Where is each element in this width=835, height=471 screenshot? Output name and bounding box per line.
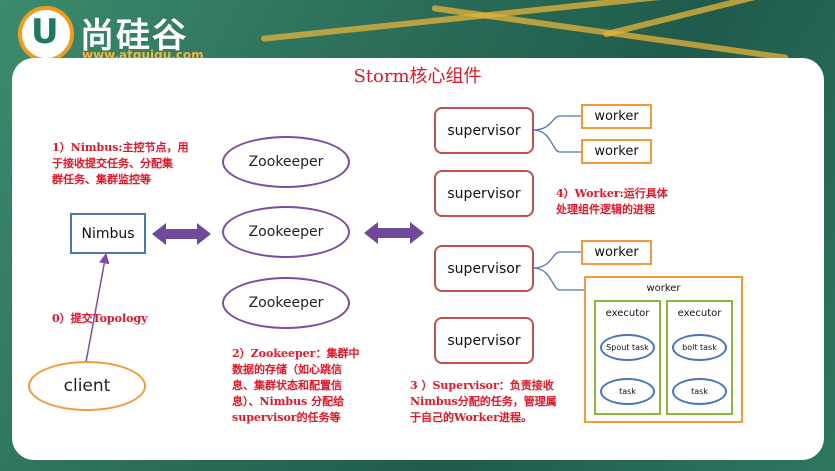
note-line: 处理组件逻辑的进程 [556, 203, 655, 216]
zookeeper-node: Zookeeper [222, 136, 350, 188]
diagram-title: Storm核心组件 [353, 66, 482, 87]
zk-supervisor-double-arrow [364, 222, 424, 244]
worker-node: worker [581, 240, 652, 265]
note-line: 3 ）Supervisor：负责接收 [410, 379, 554, 392]
supervisor-worker-bracket [532, 267, 584, 291]
zookeeper-node: Zookeeper [222, 206, 350, 258]
supervisor-node: supervisor [434, 170, 534, 217]
note-line: 0）提交Topology [52, 312, 148, 325]
supervisor-worker-bracket [532, 115, 581, 131]
submit-arrow [85, 252, 110, 363]
supervisor-worker-bracket [532, 251, 581, 269]
supervisor-worker-bracket [532, 129, 581, 153]
client-node: client [28, 361, 146, 411]
note-worker: 4）Worker:运行具体 处理组件逻辑的进程 [556, 186, 668, 218]
supervisor-node: supervisor [434, 317, 534, 364]
note-zookeeper: 2）Zookeeper：集群中 数据的存储（如心跳信 息、集群状态和配置信 息）… [232, 346, 359, 426]
worker-group-label: worker [646, 283, 681, 294]
note-supervisor: 3 ）Supervisor：负责接收 Nimbus分配的任务，管理属 于自己的W… [410, 378, 557, 426]
bolt-task: bolt task [672, 334, 727, 361]
note-line: Nimbus分配的任务，管理属 [410, 395, 557, 408]
note-line: 息）、Nimbus 分配给 [232, 395, 345, 408]
note-line: 数据的存储（如心跳信 [232, 363, 342, 376]
executor-label: executor [677, 308, 722, 319]
spout-task: Spout task [600, 334, 655, 361]
supervisor-node: supervisor [434, 245, 534, 292]
logo-name: 尚硅谷 [80, 16, 188, 56]
worker-group: worker executor Spout task task executor… [584, 276, 743, 423]
executor-label: executor [605, 308, 650, 319]
nimbus-zk-double-arrow [152, 223, 211, 245]
note-nimbus: 1）Nimbus:主控节点，用 于接收提交任务、分配集 群任务、集群监控等 [52, 140, 188, 188]
task-node: task [672, 378, 727, 405]
logo-circle [18, 6, 74, 62]
note-line: 于自己的Worker进程。 [410, 411, 533, 424]
note-line: 群任务、集群监控等 [52, 173, 151, 186]
note-topology: 0）提交Topology [52, 311, 148, 327]
zookeeper-node: Zookeeper [222, 277, 350, 329]
worker-node: worker [581, 139, 652, 164]
worker-node: worker [581, 104, 652, 129]
note-line: 4）Worker:运行具体 [556, 187, 668, 200]
note-line: 于接收提交任务、分配集 [52, 157, 173, 170]
task-node: task [600, 378, 655, 405]
nimbus-node: Nimbus [70, 213, 146, 254]
supervisor-node: supervisor [434, 107, 534, 154]
note-line: 息、集群状态和配置信 [232, 379, 342, 392]
note-line: 2）Zookeeper：集群中 [232, 347, 360, 360]
logo-mark: U [31, 12, 59, 52]
note-line: supervisor的任务等 [232, 411, 341, 424]
note-line: 1）Nimbus:主控节点，用 [52, 141, 189, 154]
executor-box: executor Spout task task [594, 300, 661, 415]
executor-box: executor bolt task task [666, 300, 733, 415]
